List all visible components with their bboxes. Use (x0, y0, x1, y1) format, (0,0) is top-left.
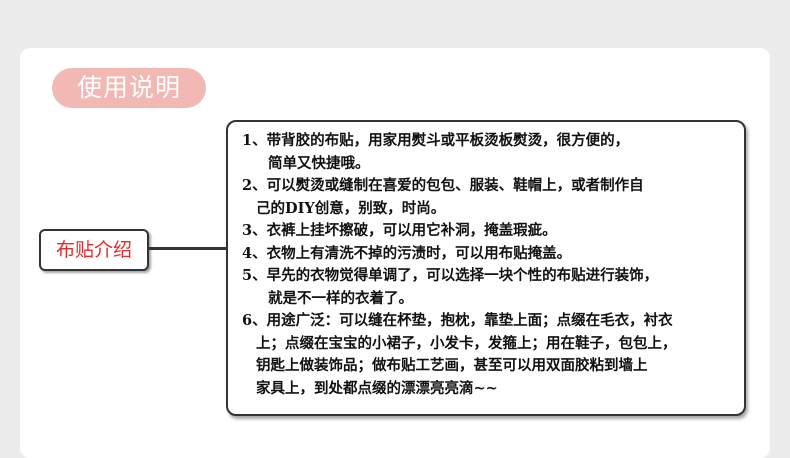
list-item-text: 简单又快捷哦。 (268, 154, 370, 172)
list-item-text: 上；点缀在宝宝的小裙子，小发卡，发箍上；用在鞋子，包包上， (256, 334, 677, 352)
list-item-3: 3、衣裤上挂坏擦破，可以用它补洞，掩盖瑕疵。 (242, 220, 734, 243)
list-item-text: 就是不一样的衣着了。 (268, 289, 413, 307)
list-item-1: 1、带背胶的布贴，用家用熨斗或平板烫板熨烫，很方便的， 简单又快捷哦。 (242, 130, 734, 175)
list-item-text: 家具上，到处都点缀的漂漂亮亮滴~~ (256, 379, 498, 397)
list-item-text: 1、带背胶的布贴，用家用熨斗或平板烫板熨烫，很方便的， (242, 132, 630, 149)
list-item-2: 2、可以熨烫或缝制在喜爱的包包、服装、鞋帽上，或者制作自 己的DIY创意，别致，… (242, 175, 734, 220)
fabric-patch-label: 布贴介绍 (39, 229, 149, 271)
list-item-text: 6、用途广泛：可以缝在杯垫，抱枕，靠垫上面；点缀在毛衣，衬衣 (242, 312, 673, 329)
list-item-text: 钥匙上做装饰品；做布贴工艺画，甚至可以用双面胶粘到墙上 (256, 357, 648, 374)
list-item-text: 4、衣物上有清洗不掉的污渍时，可以用布贴掩盖。 (242, 244, 572, 262)
description-box: 1、带背胶的布贴，用家用熨斗或平板烫板熨烫，很方便的， 简单又快捷哦。 2、可以… (226, 120, 746, 416)
connector-line (148, 247, 226, 250)
list-item-text: 己的DIY创意，别致，时尚。 (256, 199, 446, 217)
list-item-text: 2、可以熨烫或缝制在喜爱的包包、服装、鞋帽上，或者制作自 (242, 177, 644, 194)
list-item-text: 5、早先的衣物觉得单调了，可以选择一块个性的布贴进行装饰， (242, 267, 659, 284)
section-title: 使用说明 (52, 68, 206, 108)
list-item-6: 6、用途广泛：可以缝在杯垫，抱枕，靠垫上面；点缀在毛衣，衬衣 上；点缀在宝宝的小… (242, 310, 734, 400)
list-item-text: 3、衣裤上挂坏擦破，可以用它补洞，掩盖瑕疵。 (242, 222, 557, 239)
list-item-5: 5、早先的衣物觉得单调了，可以选择一块个性的布贴进行装饰， 就是不一样的衣着了。 (242, 265, 734, 310)
content-card: 使用说明 布贴介绍 1、带背胶的布贴，用家用熨斗或平板烫板熨烫，很方便的， 简单… (20, 48, 770, 458)
list-item-4: 4、衣物上有清洗不掉的污渍时，可以用布贴掩盖。 (242, 243, 734, 266)
